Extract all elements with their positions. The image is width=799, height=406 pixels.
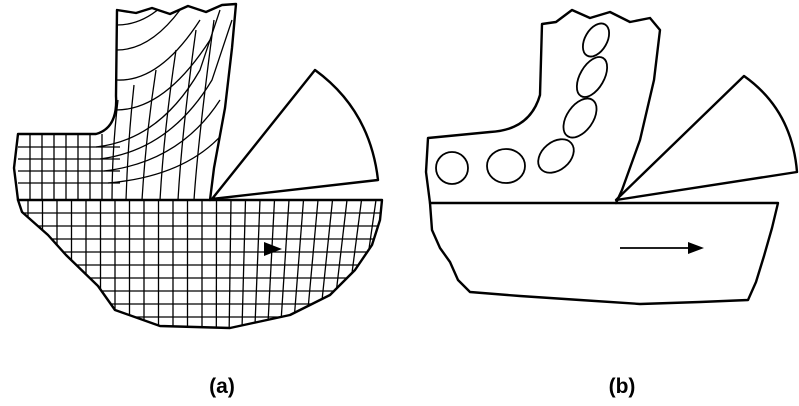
chip-outline-b bbox=[426, 10, 660, 203]
panel-a-diagram: (a) bbox=[10, 4, 390, 398]
caption-b: (b) bbox=[609, 375, 636, 398]
grid-line bbox=[344, 200, 362, 335]
grid-line bbox=[318, 200, 332, 335]
workpiece-outline-b bbox=[430, 203, 778, 304]
grid-line bbox=[357, 200, 376, 335]
chip-grid bbox=[18, 8, 232, 200]
grid-line bbox=[293, 200, 304, 335]
workpiece-outline bbox=[18, 200, 382, 328]
grid-line bbox=[242, 200, 246, 335]
grid-line bbox=[267, 200, 274, 335]
cutting-tool-b bbox=[616, 76, 797, 200]
grid-line bbox=[229, 200, 231, 335]
grid-line bbox=[306, 200, 318, 335]
workpiece-grid bbox=[10, 200, 390, 335]
panel-b-diagram: (b) bbox=[426, 10, 797, 398]
grid-line bbox=[331, 200, 347, 335]
grain-ellipses bbox=[436, 19, 615, 184]
caption-a: (a) bbox=[209, 375, 235, 398]
cutting-tool-a bbox=[212, 70, 378, 199]
grid-line bbox=[255, 200, 260, 335]
motion-arrow-head-b bbox=[688, 242, 704, 254]
motion-arrow-a bbox=[264, 242, 282, 256]
